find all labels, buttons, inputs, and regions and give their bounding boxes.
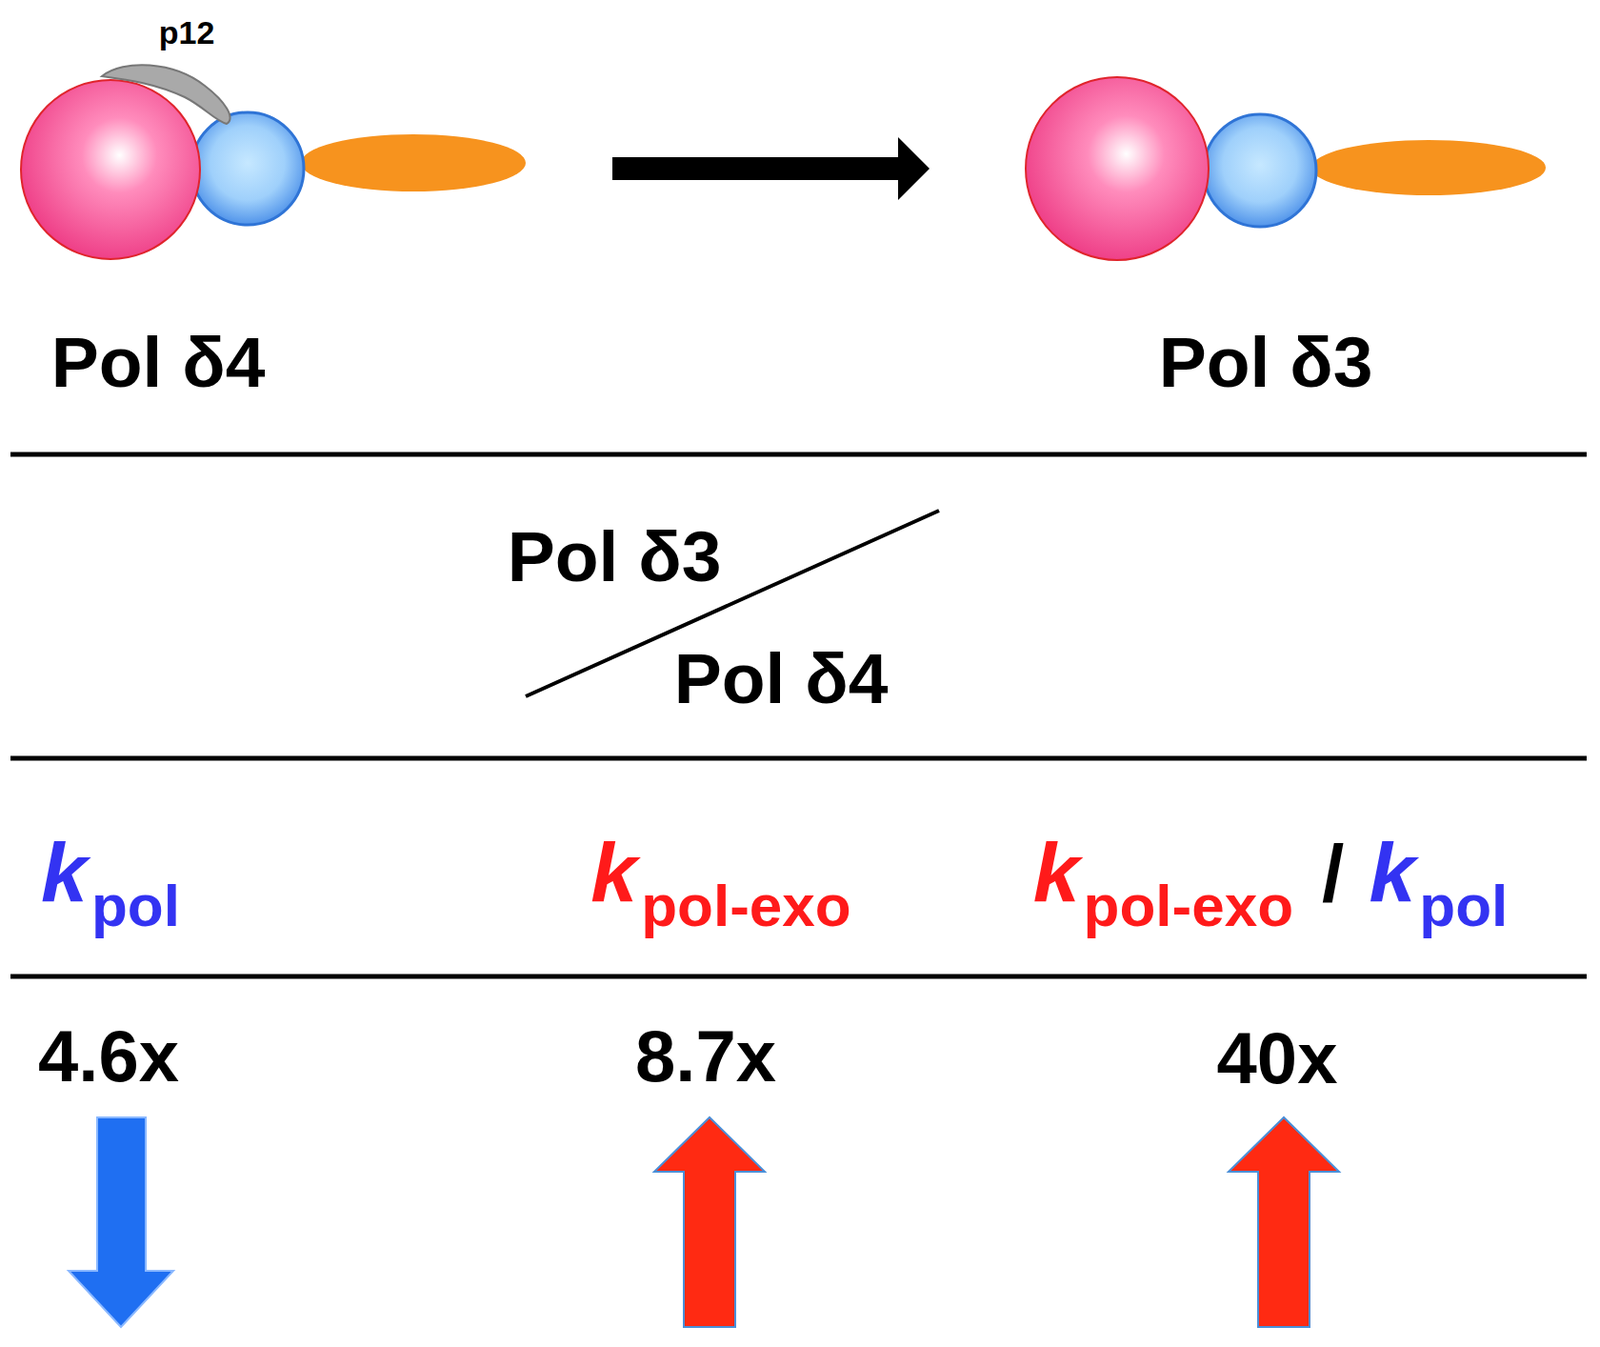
label-group: kpol-exo <box>590 830 851 915</box>
rate-constant-subscript: pol-exo <box>640 876 851 936</box>
complex-label: Pol δ3 <box>1159 326 1374 399</box>
increase-arrow <box>654 1117 765 1327</box>
catalytic-subunit <box>1025 77 1209 260</box>
rate-constant-symbol: k <box>1368 830 1416 915</box>
label-group: 40x <box>1217 1021 1339 1095</box>
decrease-arrow <box>68 1117 174 1327</box>
label-group: Pol δ4 <box>674 642 889 715</box>
rate-constant-symbol: k <box>590 830 638 915</box>
rate-constant-subscript: pol <box>91 876 180 936</box>
complex-label: Pol δ4 <box>51 326 266 399</box>
fold-change: 4.6x <box>38 1020 180 1093</box>
transition-arrow <box>612 137 930 200</box>
label-group: Pol δ3 <box>507 520 722 593</box>
fold-change: 40x <box>1217 1021 1339 1095</box>
fold-change: 8.7x <box>635 1020 777 1093</box>
subunit-label: p12 <box>159 16 216 49</box>
subunit-ellipse <box>300 134 526 192</box>
p12-subunit <box>101 64 231 124</box>
rate-constant-symbol: k <box>1033 830 1080 915</box>
complex-label: Pol δ3 <box>507 520 722 593</box>
subunit-circle <box>191 112 304 225</box>
complex-label: Pol δ4 <box>674 642 889 715</box>
rate-constant-symbol: k <box>40 830 88 915</box>
label-group: kpol <box>40 830 180 915</box>
subunit-circle <box>1203 114 1317 227</box>
label-group: Pol δ4 <box>51 326 266 399</box>
table-rule <box>10 756 1587 761</box>
table-rule <box>10 974 1587 980</box>
increase-arrow <box>1228 1117 1340 1327</box>
ratio-slash: / <box>1321 833 1344 914</box>
subunit-ellipse <box>1311 140 1546 196</box>
rate-constant-subscript: pol-exo <box>1083 876 1294 936</box>
catalytic-subunit <box>20 80 200 260</box>
label-group: Pol δ3 <box>1159 326 1374 399</box>
table-rule <box>10 452 1587 458</box>
label-group: 4.6x <box>38 1020 180 1093</box>
label-group: kpol-exo/kpol <box>1033 830 1509 915</box>
label-group: p12 <box>159 16 216 49</box>
rate-constant-subscript: pol <box>1419 876 1508 936</box>
label-group: 8.7x <box>635 1020 777 1093</box>
